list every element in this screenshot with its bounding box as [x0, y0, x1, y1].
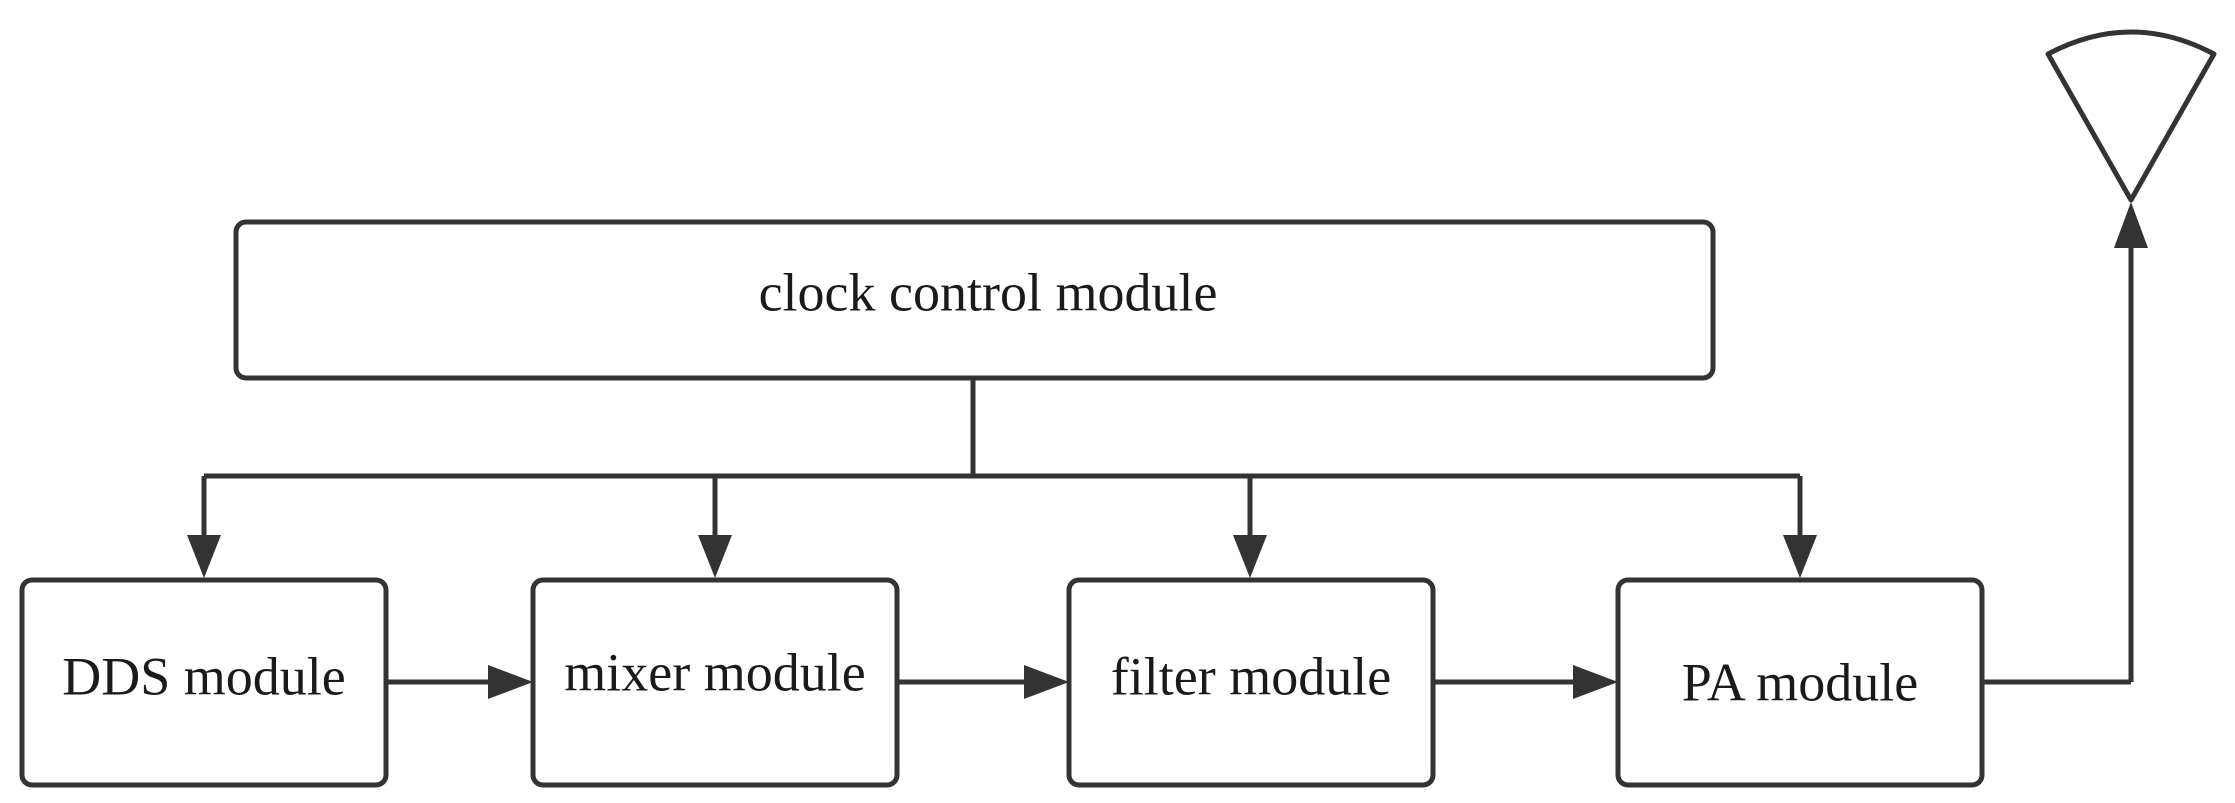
antenna-feed — [1982, 202, 2148, 685]
clock-control-module-label: clock control module — [759, 262, 1218, 322]
arrowhead-mixer-to-filter — [1024, 665, 1069, 699]
pa-module: PA module — [1615, 577, 1985, 788]
clock-distribution-lines — [201, 378, 1803, 545]
dds-module-label: DDS module — [62, 646, 346, 706]
arrowhead-to-mixer — [698, 535, 732, 578]
arrowhead-to-filter — [1233, 535, 1267, 578]
arrowhead-to-dds — [187, 535, 221, 578]
mixer-module-label: mixer module — [564, 642, 865, 702]
arrowhead-dds-to-mixer — [488, 665, 533, 699]
arrowhead-filter-to-pa — [1573, 665, 1618, 699]
arrowhead-to-pa — [1783, 535, 1817, 578]
filter-module: filter module — [1066, 577, 1436, 788]
mixer-module: mixer module — [530, 577, 900, 788]
clock-arrowheads — [187, 535, 1817, 578]
signal-chain-arrows — [386, 665, 1618, 699]
clock-control-module: clock control module — [233, 219, 1716, 381]
dds-module: DDS module — [19, 577, 389, 788]
pa-module-label: PA module — [1682, 652, 1919, 712]
arrowhead-to-antenna — [2114, 202, 2148, 248]
antenna-icon — [2045, 29, 2217, 203]
filter-module-label: filter module — [1111, 646, 1391, 706]
